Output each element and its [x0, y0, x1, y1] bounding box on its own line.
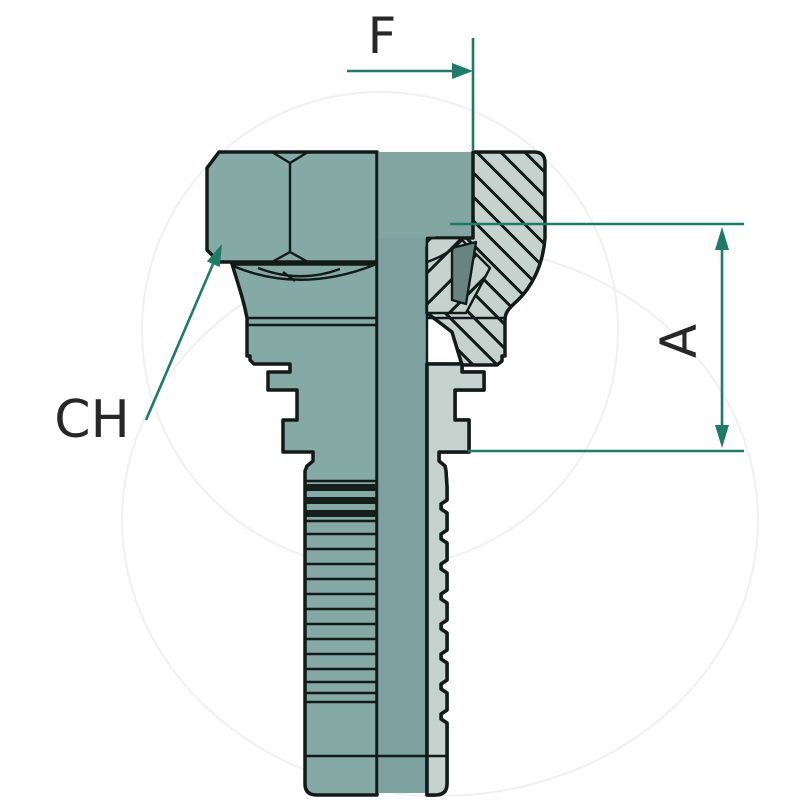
bore-column: [377, 238, 427, 793]
dimension-label-a: A: [650, 324, 708, 358]
hose-tail-serrations: [305, 479, 447, 758]
dimension-f-arrowhead-icon: [452, 63, 473, 79]
collar-ring-lines: [247, 316, 505, 327]
nut-chamfer-arcs: [232, 239, 463, 282]
body-left-profile: [230, 262, 379, 797]
annotation-ch-arrowhead-icon: [206, 244, 222, 267]
dimension-a-up-arrowhead-icon: [715, 227, 729, 250]
annotation-ch-leader-line: [144, 263, 215, 421]
dimension-label-f: F: [368, 7, 397, 65]
dimension-a-down-arrowhead-icon: [715, 425, 729, 448]
annotation-ch: CH: [54, 244, 222, 450]
annotation-label-ch: CH: [54, 390, 129, 450]
hex-facet-lines: [271, 150, 309, 264]
seat-cone-face: [450, 240, 478, 306]
nipple-section-hatch: [425, 362, 486, 797]
fitting-body: [205, 150, 547, 797]
dimension-a: A: [450, 222, 744, 453]
dimension-f: F: [347, 7, 475, 150]
hex-nut-face: [205, 150, 379, 264]
